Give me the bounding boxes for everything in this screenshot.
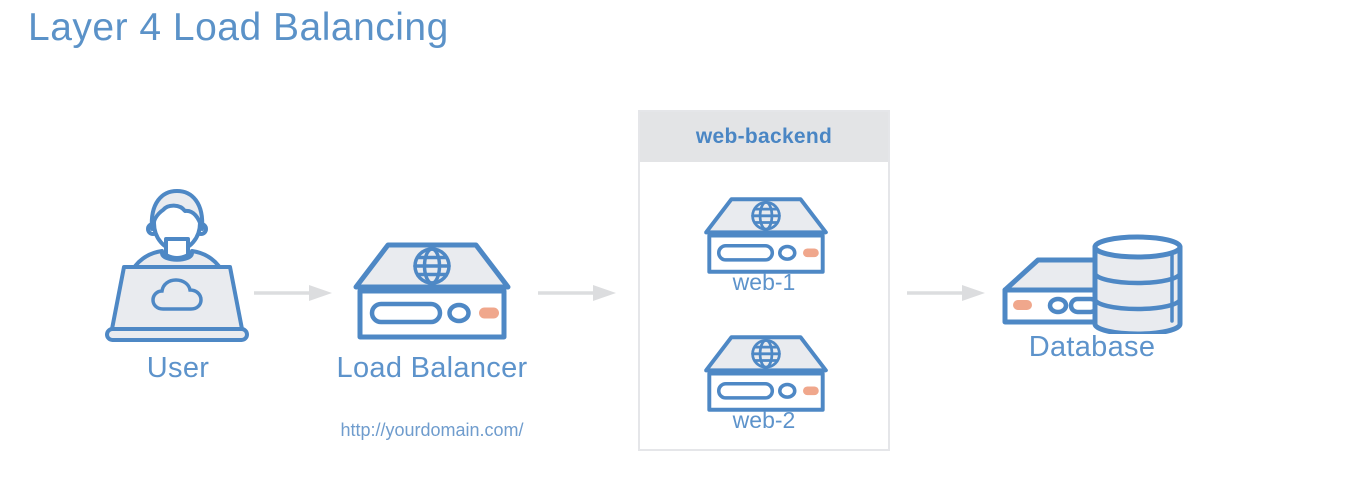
arrow-user-to-load-balancer-icon (253, 283, 333, 303)
backend-group-header: web-backend (640, 112, 888, 162)
web-1-server-icon (703, 196, 829, 275)
node-web-2 (703, 334, 829, 413)
database-label: Database (1028, 331, 1156, 363)
backend-group-label: web-backend (695, 125, 833, 148)
user-label: User (146, 352, 210, 384)
arrow-backend-to-database-icon (906, 283, 986, 303)
database-server-icon (995, 229, 1185, 334)
backend-group-box: web-backend web-1 web-2 (638, 110, 890, 451)
web-2-label: web-2 (732, 407, 796, 433)
load-balancer-label: Load Balancer (336, 352, 528, 384)
user-laptop-icon (100, 183, 255, 345)
arrow-load-balancer-to-backend-icon (537, 283, 617, 303)
node-database (995, 229, 1185, 334)
node-load-balancer (352, 241, 512, 341)
page-title: Layer 4 Load Balancing (28, 6, 449, 49)
load-balancer-url: http://yourdomain.com/ (340, 420, 524, 440)
node-web-1 (703, 196, 829, 275)
web-1-label: web-1 (732, 269, 796, 295)
load-balancer-server-icon (352, 241, 512, 341)
web-2-server-icon (703, 334, 829, 413)
node-user (100, 183, 255, 345)
